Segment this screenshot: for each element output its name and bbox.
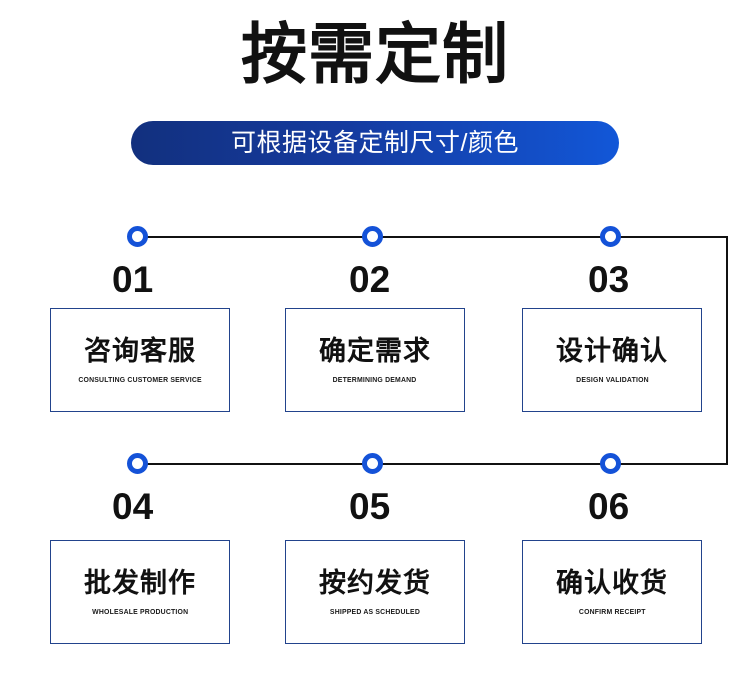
connector-line-row1 [138, 236, 728, 238]
step-number-05: 05 [349, 486, 391, 527]
step-card-02[interactable]: 确定需求 DETERMINING DEMAND [285, 308, 465, 412]
step-card-01-title-cn: 咨询客服 [84, 335, 196, 366]
step-card-04[interactable]: 批发制作 WHOLESALE PRODUCTION [50, 540, 230, 644]
step-number-06: 06 [588, 486, 630, 527]
header: 按需定制 可根据设备定制尺寸/颜色 [0, 0, 750, 185]
step-marker-06 [600, 453, 621, 474]
step-card-05[interactable]: 按约发货 SHIPPED AS SCHEDULED [285, 540, 465, 644]
step-card-03-title-en: DESIGN VALIDATION [575, 374, 649, 384]
step-number-04: 04 [112, 486, 154, 527]
step-marker-03 [600, 226, 621, 247]
step-marker-05 [362, 453, 383, 474]
step-number-03: 03 [588, 259, 630, 300]
step-card-03[interactable]: 设计确认 DESIGN VALIDATION [522, 308, 702, 412]
step-card-05-title-en: SHIPPED AS SCHEDULED [329, 606, 421, 616]
step-marker-04 [127, 453, 148, 474]
subtitle-text: 可根据设备定制尺寸/颜色 [231, 128, 519, 157]
step-marker-01 [127, 226, 148, 247]
connector-line-elbow-vertical [726, 236, 728, 465]
step-card-05-title-cn: 按约发货 [319, 567, 431, 598]
step-card-01-title-en: CONSULTING CUSTOMER SERVICE [78, 374, 202, 384]
page-title: 按需定制 [241, 17, 509, 91]
step-card-02-title-en: DETERMINING DEMAND [333, 374, 417, 384]
step-card-02-title-cn: 确定需求 [319, 335, 431, 366]
step-card-03-title-cn: 设计确认 [556, 335, 668, 366]
step-card-06-title-cn: 确认收货 [556, 567, 668, 598]
step-card-06-title-en: CONFIRM RECEIPT [578, 606, 646, 616]
step-marker-02 [362, 226, 383, 247]
step-number-02: 02 [349, 259, 391, 300]
step-card-04-title-en: WHOLESALE PRODUCTION [91, 606, 189, 616]
connector-line-row2 [138, 463, 728, 465]
step-number-01: 01 [112, 259, 154, 300]
step-card-01[interactable]: 咨询客服 CONSULTING CUSTOMER SERVICE [50, 308, 230, 412]
step-card-06[interactable]: 确认收货 CONFIRM RECEIPT [522, 540, 702, 644]
step-card-04-title-cn: 批发制作 [84, 567, 196, 598]
subtitle-pill-banner: 可根据设备定制尺寸/颜色 [131, 121, 619, 165]
